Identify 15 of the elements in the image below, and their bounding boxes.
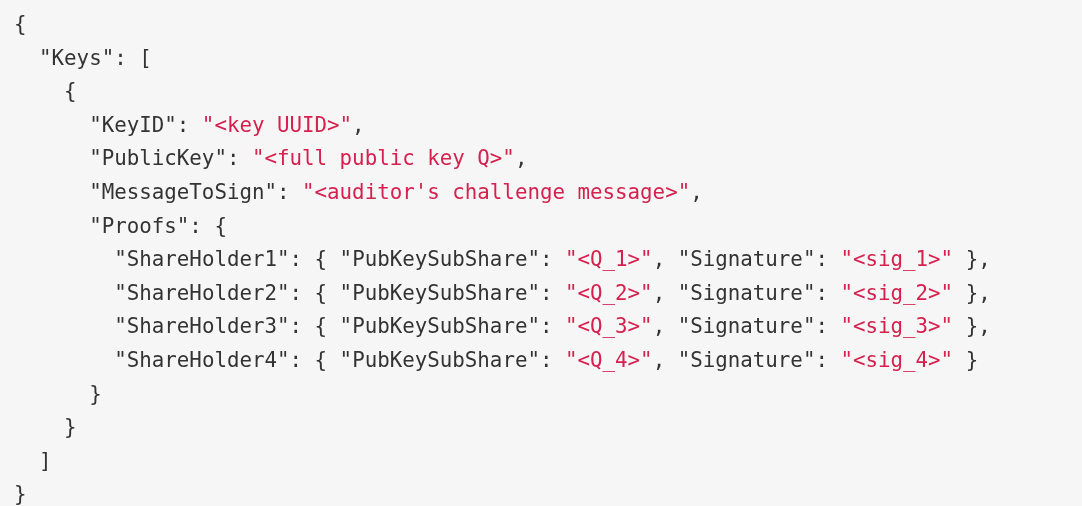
code-line: "ShareHolder2": { "PubKeySubShare": "<Q_2>", "Signature": "<sig_2>" }, xyxy=(114,279,991,307)
code-line: } xyxy=(14,481,27,506)
code-line: "ShareHolder3": { "PubKeySubShare": "<Q_3>", "Signature": "<sig_3>" }, xyxy=(114,313,991,341)
code-line: { xyxy=(64,78,77,106)
code-line: "ShareHolder4": { "PubKeySubShare": "<Q_4>", "Signature": "<sig_4>" } xyxy=(114,347,979,374)
code-line: "KeyID": "<key UUID>", xyxy=(89,111,365,139)
code-line: "MessageToSign": "<auditor's challenge message>", xyxy=(89,179,703,206)
code-line: } xyxy=(64,414,77,442)
code-line: "Keys": [ xyxy=(39,44,152,72)
code-line: ] xyxy=(39,447,52,475)
code-line: "ShareHolder1": { "PubKeySubShare": "<Q_1>", "Signature": "<sig_1>" }, xyxy=(114,246,991,274)
code-line: "Proofs": { xyxy=(89,212,227,240)
code-line: { xyxy=(14,11,27,38)
code-line: "PublicKey": "<full public key Q>", xyxy=(89,145,528,173)
code-line: } xyxy=(89,380,102,408)
